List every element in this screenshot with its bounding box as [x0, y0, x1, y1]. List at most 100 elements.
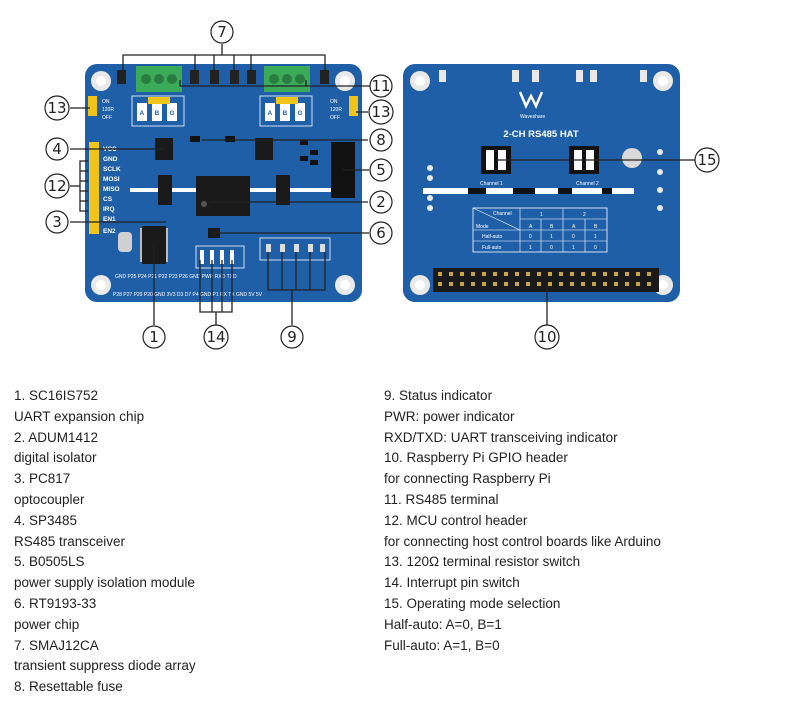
callout-15: 15 [694, 147, 720, 173]
svg-text:2: 2 [376, 193, 386, 211]
svg-text:1: 1 [149, 328, 159, 346]
svg-text:Full-auto: Full-auto [482, 245, 502, 251]
leader-lines [70, 44, 696, 325]
svg-text:B: B [550, 224, 554, 230]
mode-table: Channel Mode 1 2 A B A B Half-auto 0 1 0… [472, 207, 608, 253]
gpio-header [433, 268, 659, 292]
small-components [190, 136, 318, 165]
back-pcb [403, 64, 680, 302]
gpio-pin [449, 282, 453, 286]
gpio-pin [460, 272, 464, 276]
svg-text:1: 1 [594, 234, 597, 240]
svg-text:Waveshare: Waveshare [520, 114, 545, 120]
legend-line: 1. SC16IS752 [14, 388, 99, 403]
status-indicator-area [259, 237, 331, 261]
legend-line: 7. SMAJ12CA [14, 637, 99, 653]
crystal [118, 232, 132, 252]
jumpers [148, 97, 298, 104]
resistor-switch-right: ON 120R OFF [330, 96, 358, 121]
svg-text:12: 12 [47, 177, 66, 195]
gpio-pin [482, 282, 486, 286]
interrupt-pin-switch [195, 245, 245, 269]
legend-line: 12. MCU control header [384, 512, 528, 528]
gpio-pin [559, 282, 563, 286]
svg-text:0: 0 [550, 245, 553, 251]
gpio-pin [526, 282, 530, 286]
callout-13-right: 13 [368, 99, 394, 125]
callout-1: 1 [142, 325, 166, 349]
callout-4: 4 [45, 137, 69, 161]
svg-text:6: 6 [376, 224, 386, 242]
legend-line: power chip [14, 616, 80, 632]
svg-text:120R: 120R [330, 107, 342, 113]
svg-text:14: 14 [206, 328, 225, 346]
sp3485-chip-2 [255, 138, 273, 160]
gpio-pin [504, 282, 508, 286]
legend-line: 14. Interrupt pin switch [384, 575, 520, 591]
callout-10: 10 [534, 324, 560, 350]
back-channel-label-1: Channel 1 [480, 181, 503, 187]
rs485-terminal-1 [136, 66, 182, 92]
legend-line: 3. PC817 [14, 471, 71, 487]
svg-text:MOSI: MOSI [103, 176, 120, 183]
svg-text:10: 10 [537, 328, 556, 346]
pc817-right [276, 175, 290, 205]
callout-3: 3 [45, 210, 69, 234]
svg-text:ON: ON [330, 99, 338, 105]
svg-text:13: 13 [371, 103, 390, 121]
gpio-pin [493, 272, 497, 276]
svg-text:1: 1 [529, 245, 532, 251]
gpio-pin [636, 282, 640, 286]
callout-12: 12 [44, 173, 70, 199]
gpio-pin [537, 282, 541, 286]
svg-text:A: A [572, 224, 576, 230]
terminal-labels-1: A B G [137, 103, 177, 121]
legend-line: for connecting Raspberry Pi [384, 471, 551, 487]
svg-text:G: G [298, 110, 303, 117]
gpio-pin [548, 272, 552, 276]
svg-text:9: 9 [287, 328, 297, 346]
svg-text:2: 2 [583, 212, 586, 218]
back-title: 2-CH RS485 HAT [503, 129, 579, 140]
back-pads [439, 70, 647, 82]
svg-text:0: 0 [594, 245, 597, 251]
svg-text:0: 0 [572, 234, 575, 240]
front-board: A B G A B G ON 120R OFF ON 120R OFF [85, 64, 362, 302]
legend-line: Half-auto: A=0, B=1 [384, 616, 502, 632]
rs485-terminal-2 [264, 66, 310, 92]
svg-text:Half-auto: Half-auto [482, 234, 503, 240]
legend-line: UART expansion chip [14, 408, 145, 424]
callout-7: 7 [210, 20, 234, 44]
mounting-holes-back [410, 71, 673, 295]
adum1412-chip [196, 176, 250, 216]
svg-text:5: 5 [376, 161, 386, 179]
svg-text:8: 8 [376, 131, 386, 149]
gpio-pin [526, 272, 530, 276]
side-vias [427, 149, 663, 211]
product-diagram: A B G A B G ON 120R OFF ON 120R OFF [44, 20, 720, 350]
svg-text:A: A [268, 110, 273, 117]
svg-text:OFF: OFF [330, 115, 340, 121]
legend-line: Full-auto: A=1, B=0 [384, 637, 500, 653]
gpio-pin [614, 282, 618, 286]
svg-text:11: 11 [371, 77, 390, 95]
callout-14: 14 [203, 324, 229, 350]
legend-line: RXD/TXD: UART transceiving indicator [384, 429, 618, 445]
svg-text:120R: 120R [102, 107, 114, 113]
callout-13-left: 13 [44, 95, 70, 121]
gpio-pin [625, 272, 629, 276]
back-channel-label-2: Channel 2 [576, 181, 599, 187]
legend-line: 6. RT9193-33 [14, 595, 97, 611]
legend-line: for connecting host control boards like … [384, 533, 661, 549]
gpio-pin [515, 282, 519, 286]
svg-text:SCLK: SCLK [103, 166, 121, 173]
callout-9: 9 [280, 325, 304, 349]
gpio-pin [603, 282, 607, 286]
svg-text:1: 1 [550, 234, 553, 240]
svg-text:15: 15 [697, 151, 716, 169]
legend-line: optocoupler [14, 491, 85, 507]
pc817-left [158, 175, 172, 205]
gpio-pin [449, 272, 453, 276]
gpio-pin [548, 282, 552, 286]
